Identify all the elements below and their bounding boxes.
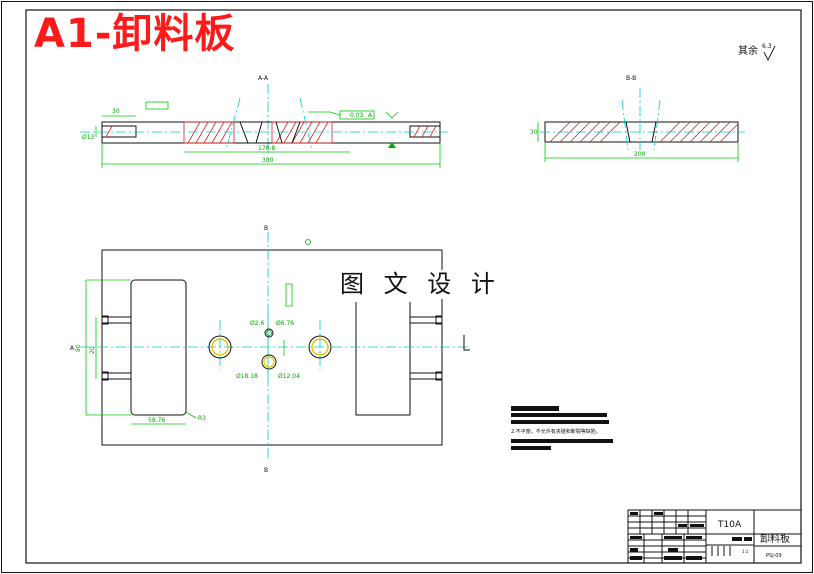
- aa-tolerance-ref: A: [368, 112, 373, 119]
- cut-mark-b-bottom: B: [264, 467, 268, 474]
- title-block-material: T10A: [717, 520, 742, 530]
- aa-left-offset-dim: 30: [112, 108, 120, 115]
- drawing-title: A1-卸料板: [34, 11, 236, 57]
- plan-pocket-width-dim: 58.76: [148, 417, 165, 424]
- title-block-scale: 1:1: [742, 549, 749, 554]
- title-block: T10A 卸料板 1:1 PSJ-09: [627, 509, 802, 564]
- surface-note-label: 其余: [738, 44, 758, 57]
- inner-frame: [25, 9, 802, 564]
- plan-hole-small-label: Ø2.6: [250, 320, 264, 327]
- plan-view: Ø2.6 Ø6.76 Ø18.18 Ø12.04 B B A 80 20 58.…: [70, 225, 470, 474]
- section-view-aa: A-A 380 178.8 30 Ø13 0.03 A: [80, 75, 448, 168]
- surface-note-value: 6.3: [762, 43, 772, 50]
- plan-hole-big-label: Ø18.18: [236, 373, 258, 380]
- aa-tolerance-value: 0.03: [350, 112, 364, 119]
- plan-height-dim: 80: [75, 344, 82, 352]
- plan-hole-mid-label: Ø6.76: [276, 320, 294, 327]
- technical-notes: 2.不平度，不允许有夹碴和断裂等缺陷。: [511, 406, 613, 450]
- surface-roughness-note: 其余 6.3: [738, 43, 776, 62]
- title-block-part-name: 卸料板: [760, 532, 790, 545]
- bb-width-dim: 200: [634, 151, 646, 158]
- roughness-symbol-icon: [763, 45, 776, 62]
- section-bb-label: B-B: [626, 75, 636, 82]
- bb-height-dim: 30: [530, 129, 538, 136]
- plan-hole-ring-label: Ø12.04: [278, 373, 300, 380]
- cut-mark-a-left: A: [70, 345, 75, 352]
- section-aa-label: A-A: [258, 75, 269, 82]
- aa-inner-dim: 178.8: [258, 145, 275, 152]
- tech-note-line: 2.不平度，不允许有夹碴和断裂等缺陷。: [511, 428, 601, 435]
- aa-width-dim: 380: [262, 157, 274, 164]
- plan-offset-dim: 20: [89, 346, 96, 354]
- section-view-bb: B-B 200 30: [530, 75, 745, 162]
- title-block-drawing-no: PSJ-09: [766, 553, 782, 559]
- watermark-label: 图 文 设 计: [336, 270, 505, 299]
- cut-mark-b-top: B: [264, 225, 268, 232]
- plan-radius-dim: R3: [198, 415, 206, 422]
- aa-hole-dia-dim: Ø13: [82, 134, 95, 141]
